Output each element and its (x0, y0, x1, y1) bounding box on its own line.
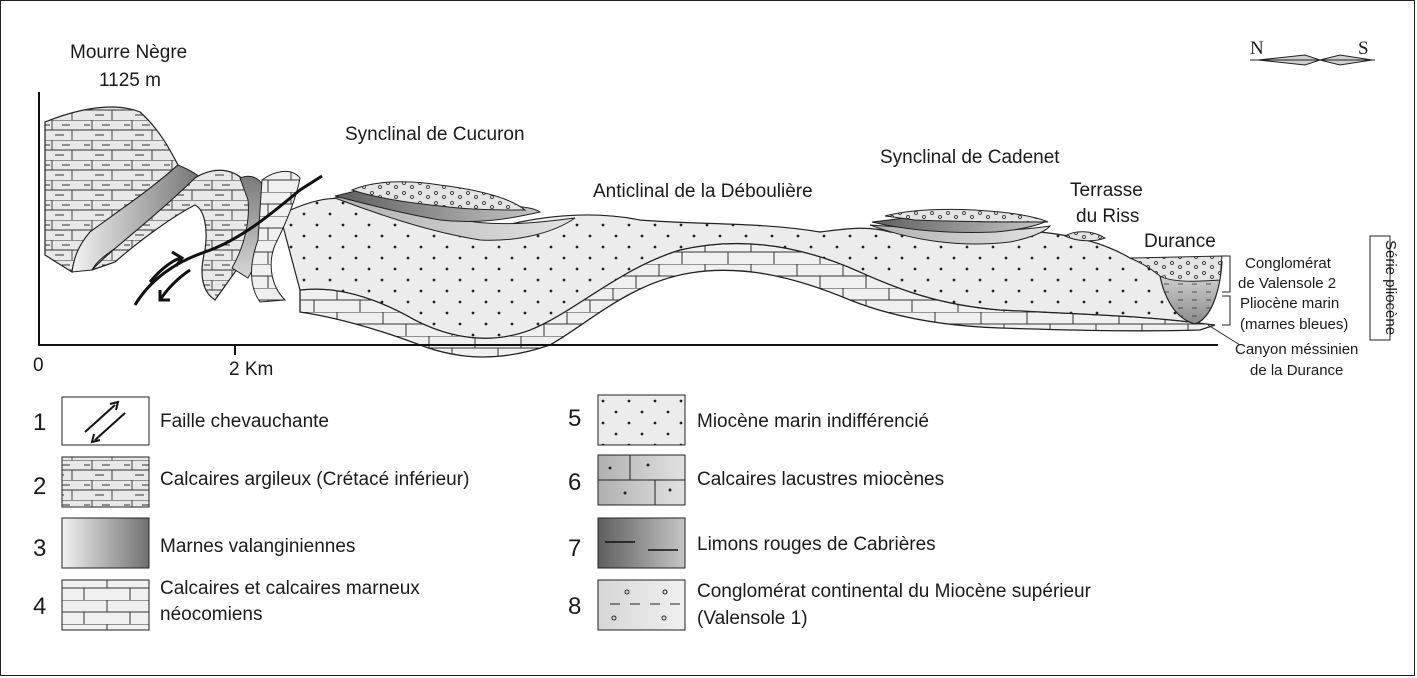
label-durance: Durance (1144, 231, 1216, 252)
canyon-messinien-line2: de la Durance (1250, 362, 1343, 379)
label-terrasse-line1: Terrasse (1070, 180, 1143, 201)
legend-1-swatch (61, 396, 150, 446)
label-cadenet-syncline: Synclinal de Cadenet (880, 147, 1060, 168)
legend-7-swatch (597, 517, 686, 569)
valensole-2-conglomerate (1129, 255, 1223, 282)
cucuron-syncline-conglomerate (350, 181, 527, 211)
conglomerat-valensole2-line1: Conglomérat (1245, 255, 1332, 272)
legend-7-number: 7 (568, 535, 581, 562)
scale-2km: 2 Km (229, 359, 273, 380)
legend-4-swatch (61, 579, 150, 631)
scale-zero: 0 (33, 355, 44, 376)
legend-3-swatch (61, 517, 150, 569)
pliocene-series-annotations: Conglomérat de Valensole 2 Pliocène mari… (1207, 235, 1399, 379)
legend-2-label: Calcaires argileux (Crétacé inférieur) (160, 469, 469, 490)
legend-8-number: 8 (568, 593, 581, 620)
footwall-limestone (251, 171, 301, 303)
summit-elevation: 1125 m (99, 70, 161, 91)
label-debouliere-anticline: Anticlinal de la Déboulière (593, 181, 813, 202)
section-frame-axes (38, 92, 1218, 346)
thrust-fault-icon (84, 400, 126, 444)
legend: 1 Faille chevauchante 2 Calcaires argile… (33, 394, 1092, 631)
compass-south: S (1358, 38, 1369, 59)
thrust-arrow-down (158, 268, 191, 302)
legend-8-label-line1: Conglomérat continental du Miocène supér… (697, 581, 1092, 602)
pliocene-marin-line1: Pliocène marin (1240, 295, 1339, 312)
legend-5-swatch (597, 394, 686, 446)
label-terrasse-line2: du Riss (1076, 206, 1139, 227)
legend-3-label: Marnes valanginiennes (160, 536, 355, 557)
riss-terrace-deposit (1063, 231, 1107, 242)
legend-6-number: 6 (568, 469, 581, 496)
cross-section-drawing (38, 92, 1223, 358)
legend-2-swatch (61, 456, 150, 508)
conglomerat-valensole2-line2: de Valensole 2 (1238, 275, 1336, 292)
legend-5-label: Miocène marin indifférencié (697, 411, 929, 432)
cadenet-syncline-conglomerate (884, 208, 1049, 223)
serie-pliocene-vertical: Série pliocène (1382, 240, 1399, 335)
legend-7-label: Limons rouges de Cabrières (697, 534, 936, 555)
compass-north-south: N S (1250, 38, 1375, 66)
pliocene-marin-line2: (marnes bleues) (1240, 316, 1348, 333)
legend-1-label: Faille chevauchante (160, 411, 329, 432)
label-cucuron-syncline: Synclinal de Cucuron (345, 124, 525, 145)
legend-1-number: 1 (33, 409, 46, 436)
thrust-arrow-up (148, 250, 185, 283)
legend-8-label-line2: (Valensole 1) (697, 608, 808, 629)
legend-8-swatch (597, 579, 686, 631)
legend-6-label: Calcaires lacustres miocènes (697, 469, 944, 490)
legend-5-number: 5 (568, 405, 581, 432)
legend-4-label-line1: Calcaires et calcaires marneux (160, 578, 420, 599)
thrust-fault-line (133, 174, 323, 306)
summit-name: Mourre Nègre (70, 42, 187, 63)
legend-3-number: 3 (33, 535, 46, 562)
legend-2-number: 2 (33, 473, 46, 500)
compass-north: N (1250, 38, 1264, 59)
legend-4-number: 4 (33, 593, 46, 620)
canyon-messinien-line1: Canyon méssinien (1235, 341, 1358, 358)
legend-4-label-line2: néocomiens (160, 604, 262, 625)
